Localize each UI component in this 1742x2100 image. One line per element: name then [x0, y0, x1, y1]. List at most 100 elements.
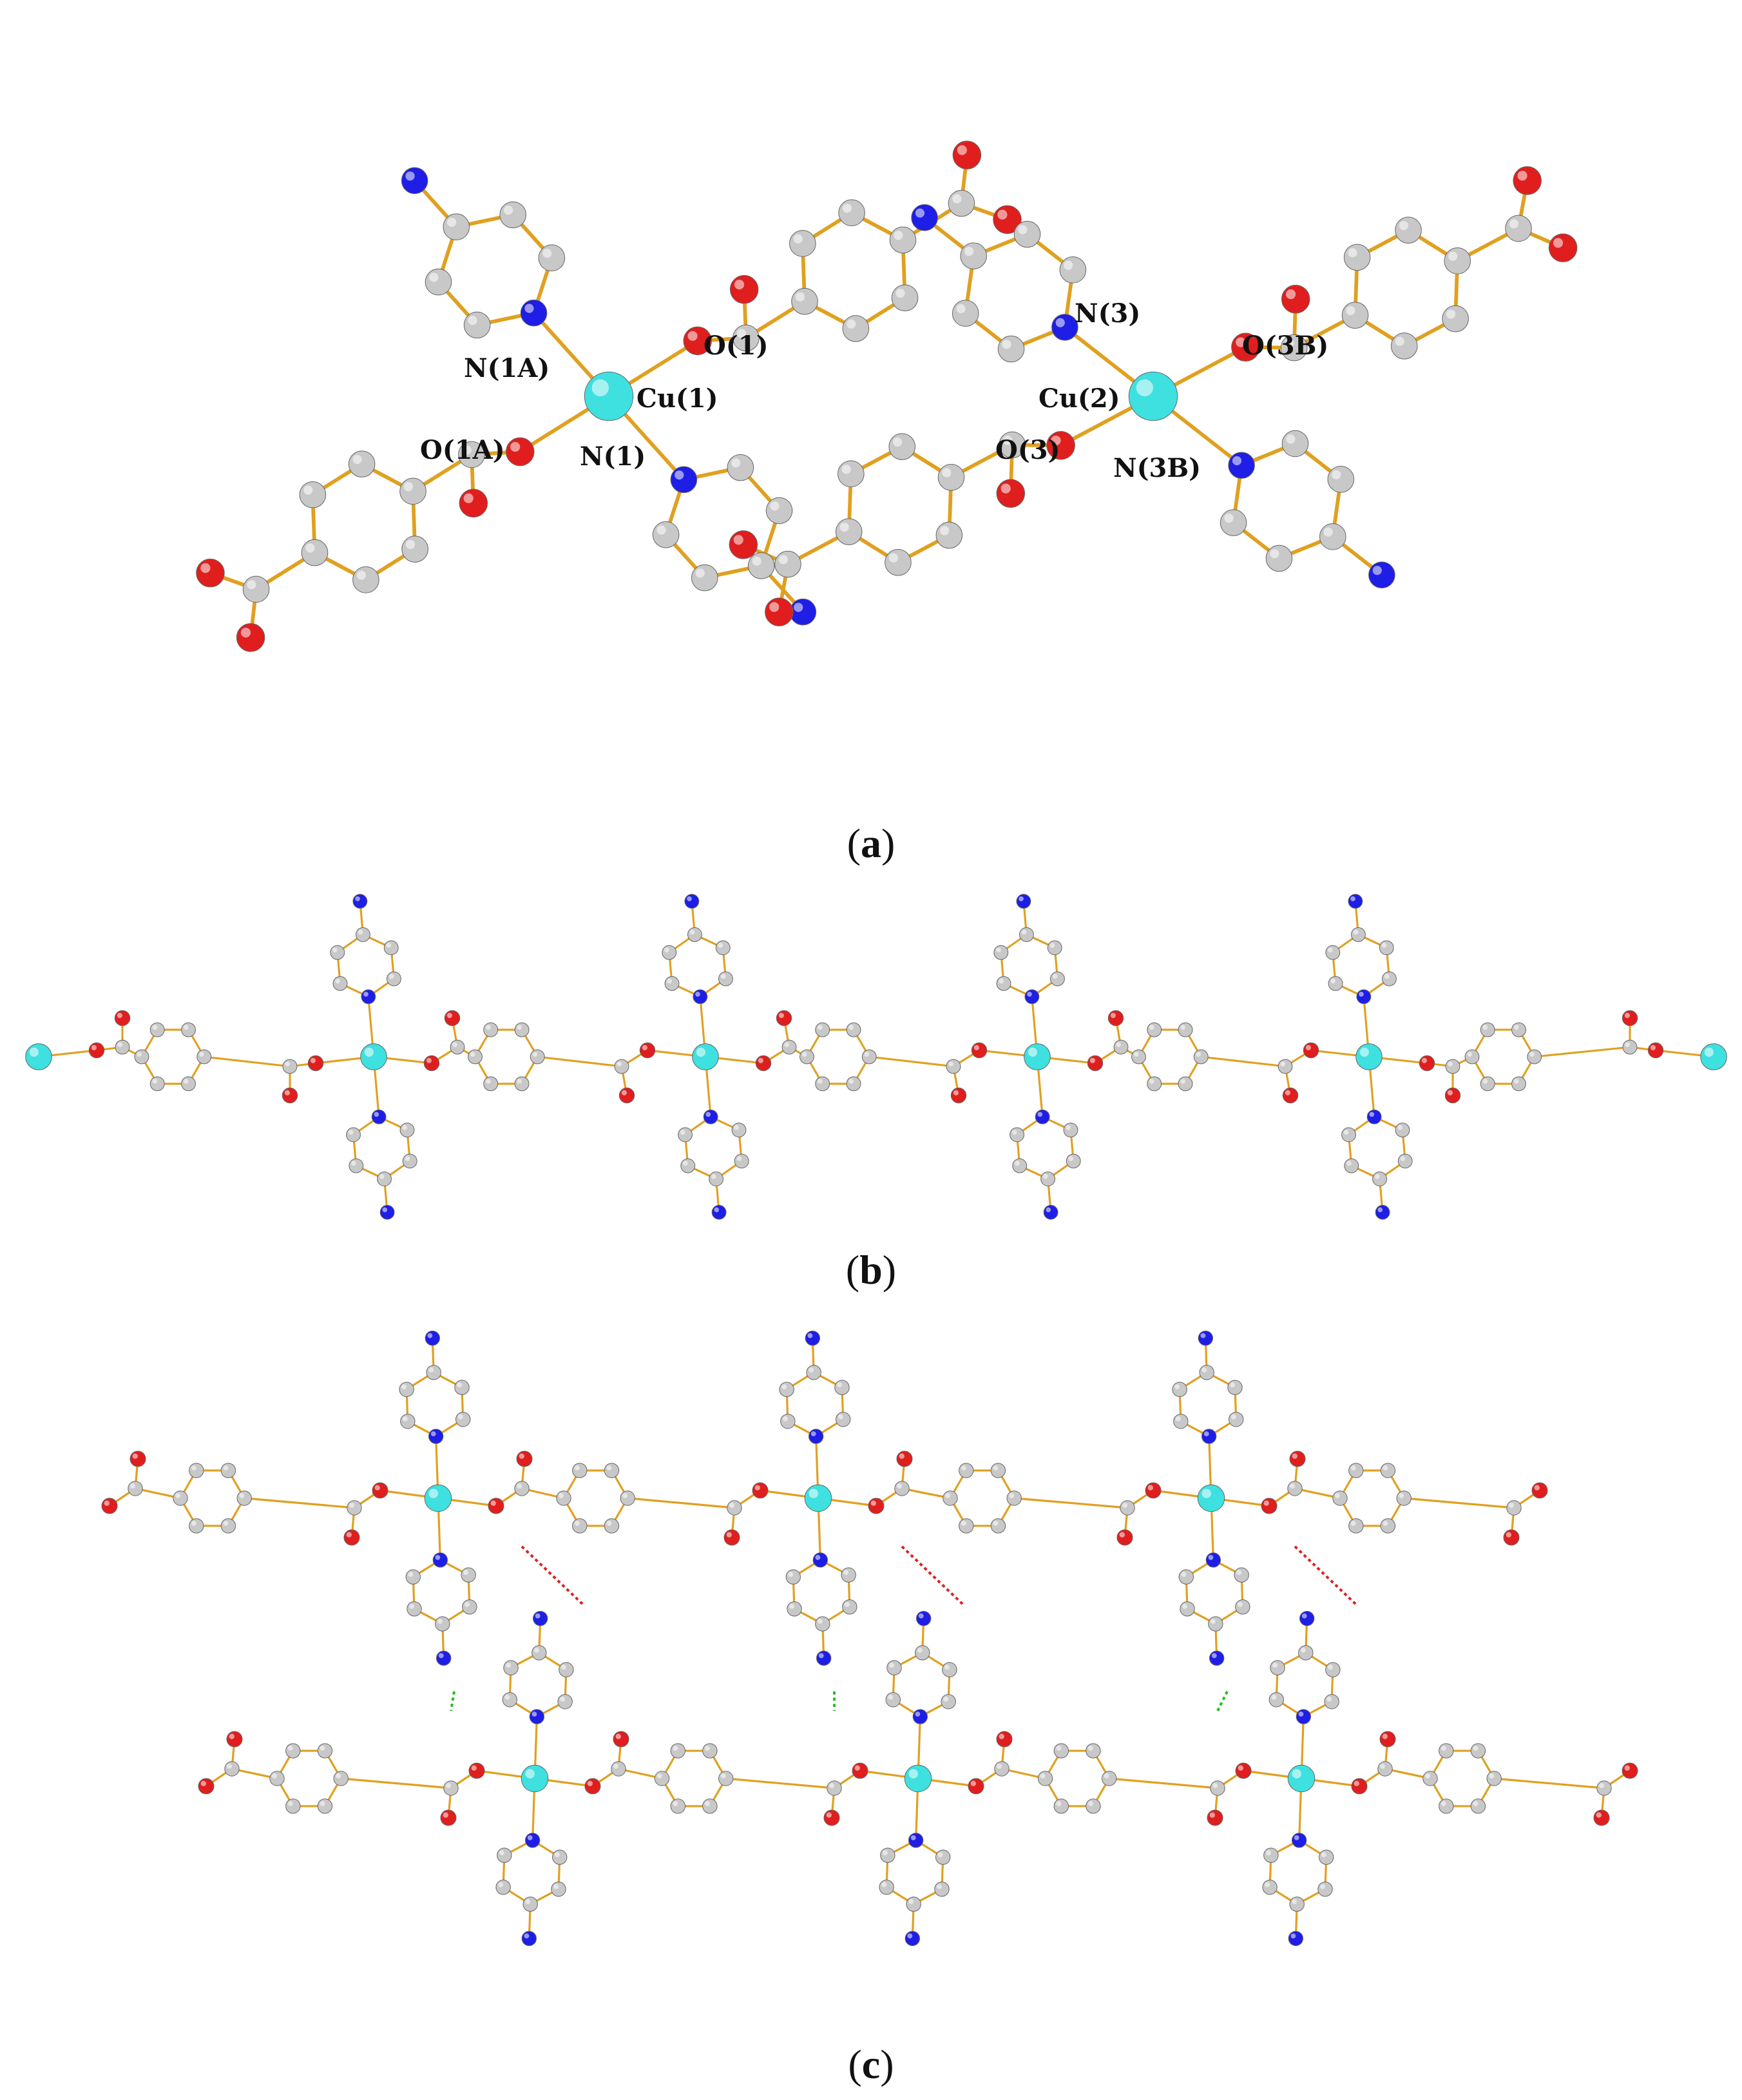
carbon-atom [149, 1076, 165, 1092]
oxygen-atom [950, 1087, 967, 1104]
nitrogen-atom [1375, 1204, 1390, 1220]
oxygen-atom [618, 1087, 635, 1104]
carbon-atom [1464, 1049, 1480, 1064]
oxygen-atom [88, 1042, 105, 1059]
carbon-atom [841, 1567, 856, 1583]
nitrogen-atom [428, 1429, 444, 1444]
carbon-atom [1348, 1518, 1364, 1534]
carbon-atom [654, 1771, 670, 1786]
carbon-atom [572, 1463, 588, 1478]
carbon-atom [990, 1518, 1006, 1534]
caption-b-letter: b [859, 1247, 883, 1293]
carbon-atom [330, 945, 345, 960]
carbon-atom [1289, 1896, 1305, 1912]
oxygen-atom [1116, 1529, 1133, 1546]
carbon-atom [285, 1743, 301, 1758]
carbon-atom [1395, 1122, 1410, 1138]
carbon-atom [1229, 1412, 1244, 1427]
carbon-atom [301, 539, 329, 566]
bond [134, 1487, 182, 1499]
nitrogen-atom [711, 1204, 727, 1220]
carbon-atom [1319, 523, 1346, 550]
copper-atom [1700, 1043, 1727, 1070]
carbon-atom [718, 971, 733, 987]
carbon-atom [1380, 1518, 1396, 1534]
carbon-atom [787, 1601, 802, 1617]
carbon-atom [1050, 971, 1065, 987]
carbon-atom [1268, 1692, 1284, 1708]
oxygen-atom [639, 1042, 656, 1059]
carbon-atom [333, 1771, 349, 1786]
nitrogen-atom [521, 1931, 537, 1947]
carbon-atom [846, 1022, 861, 1037]
oxygen-atom [1107, 1010, 1124, 1026]
carbon-atom [861, 1049, 877, 1064]
oxygen-atom [1231, 332, 1260, 362]
nitrogen-atom [1356, 989, 1372, 1005]
oxygen-atom [613, 1731, 629, 1748]
copper-atom [25, 1043, 52, 1070]
oxygen-atom [1513, 166, 1542, 195]
carbon-atom [880, 1847, 895, 1863]
oxygen-atom [226, 1731, 243, 1748]
carbon-atom [317, 1743, 333, 1758]
carbon-atom [1511, 1076, 1526, 1092]
carbon-atom [942, 1662, 957, 1677]
carbon-atom [352, 566, 379, 593]
carbon-atom [611, 1761, 626, 1777]
nitrogen-atom [1366, 1109, 1382, 1124]
nitrogen-atom [1228, 452, 1255, 479]
carbon-atom [1379, 940, 1394, 956]
carbon-atom [799, 1049, 814, 1064]
oxygen-atom [852, 1762, 868, 1779]
carbon-atom [499, 201, 526, 229]
carbon-atom [347, 1500, 362, 1516]
bond [231, 1768, 278, 1780]
carbon-atom [1278, 1059, 1293, 1074]
nitrogen-atom [352, 894, 368, 909]
carbon-atom [1395, 217, 1422, 244]
hydrogen-bond [450, 1691, 455, 1711]
bond [1533, 1046, 1631, 1058]
carbon-atom [678, 1127, 693, 1142]
carbon-atom [664, 976, 680, 991]
carbon-atom [727, 1500, 742, 1516]
carbon-atom [1344, 1158, 1359, 1173]
oxygen-atom [1303, 1042, 1319, 1059]
carbon-atom [779, 1382, 794, 1397]
carbon-atom [514, 1481, 530, 1496]
oxygen-atom [1087, 1055, 1104, 1072]
carbon-atom [1317, 1882, 1333, 1897]
carbon-atom [572, 1518, 588, 1534]
nitrogen-atom [1201, 1429, 1217, 1444]
oxygen-atom [440, 1809, 457, 1826]
copper-atom [692, 1043, 719, 1070]
carbon-atom [149, 1022, 165, 1037]
carbon-atom [836, 1412, 851, 1427]
hydrogen-bond [1294, 1545, 1357, 1606]
carbon-atom [503, 1660, 519, 1675]
oxygen-atom [1647, 1042, 1664, 1059]
carbon-atom [815, 1616, 830, 1632]
carbon-atom [134, 1049, 149, 1064]
caption-b: (b) [846, 1247, 896, 1293]
oxygen-atom [971, 1042, 988, 1059]
carbon-atom [552, 1849, 568, 1865]
carbon-atom [997, 335, 1025, 363]
carbon-atom [734, 1153, 749, 1169]
bond [1013, 1497, 1129, 1509]
panel-c-hbond-network [101, 1330, 1638, 1947]
carbon-atom [1037, 1771, 1053, 1786]
carbon-atom [1444, 247, 1471, 275]
carbon-atom [435, 1616, 450, 1632]
carbon-atom [115, 1039, 130, 1055]
oxygen-atom [516, 1450, 533, 1467]
carbon-atom [1040, 1171, 1056, 1187]
carbon-atom [1012, 1158, 1028, 1173]
oxygen-atom [1235, 1762, 1252, 1779]
carbon-atom [999, 431, 1026, 459]
oxygen-atom [1207, 1809, 1223, 1826]
carbon-atom [1287, 1481, 1303, 1496]
nitrogen-atom [693, 989, 708, 1005]
copper-atom [1287, 1764, 1316, 1793]
